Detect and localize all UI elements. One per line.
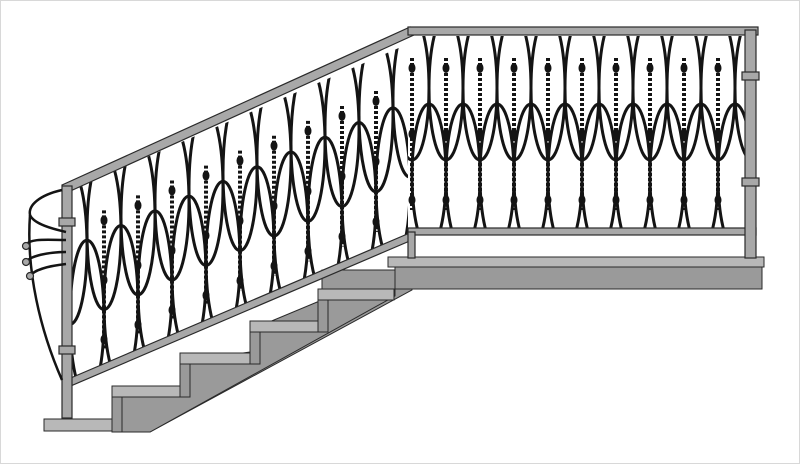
twisted-baluster: [646, 58, 654, 210]
stair-treads: [43, 288, 395, 433]
flat-ironwork: [408, 36, 786, 248]
twisted-baluster: [236, 150, 244, 291]
junction-post: [407, 231, 416, 259]
step-riser: [317, 299, 329, 333]
twisted-baluster: [544, 58, 552, 210]
landing-side: [394, 266, 763, 290]
post-collar: [58, 217, 76, 227]
oval-loop: [391, 44, 408, 179]
newel-post-left: [61, 185, 73, 419]
tread: [111, 385, 189, 398]
oval-loop: [478, 102, 516, 230]
twisted-baluster: [442, 58, 450, 210]
step-riser: [179, 363, 191, 398]
twisted-baluster: [476, 58, 484, 210]
oval-loop: [444, 102, 482, 230]
oval-loop: [752, 104, 786, 248]
oval-loop: [614, 102, 652, 230]
tread: [43, 418, 121, 432]
newel-post-right: [744, 29, 757, 259]
twisted-baluster: [270, 135, 278, 276]
twisted-baluster: [100, 210, 108, 350]
sloped-ironwork: [66, 44, 408, 380]
oval-loop: [410, 102, 448, 230]
balusters: [100, 58, 722, 350]
twisted-baluster: [612, 58, 620, 210]
twisted-baluster: [372, 91, 380, 232]
twisted-baluster: [168, 180, 176, 321]
flat-bottom-rail: [407, 227, 757, 236]
oval-loop: [733, 36, 745, 162]
tread: [317, 288, 395, 301]
step-riser: [249, 331, 261, 365]
post-collar: [58, 345, 76, 355]
oval-loop: [648, 102, 686, 230]
flat-handrail: [407, 26, 759, 36]
scroll-knobs: [21, 241, 35, 281]
tread: [179, 352, 257, 365]
twisted-baluster: [134, 195, 142, 335]
twisted-baluster: [510, 58, 518, 210]
twisted-baluster: [338, 105, 346, 247]
oval-loop: [546, 102, 584, 230]
oval-loop: [682, 102, 720, 230]
railing-frame: [58, 26, 760, 419]
landing: [387, 256, 765, 290]
twisted-baluster: [714, 58, 722, 210]
twisted-baluster: [202, 165, 210, 306]
twisted-baluster: [578, 58, 586, 210]
oval-loop: [580, 102, 618, 230]
twisted-baluster: [408, 58, 416, 210]
twisted-baluster: [304, 120, 312, 262]
oval-loop: [512, 102, 550, 230]
tread: [249, 320, 327, 333]
post-collar: [741, 177, 760, 187]
step-riser: [111, 396, 123, 433]
landing-top: [387, 256, 765, 268]
twisted-baluster: [680, 58, 688, 210]
post-collar: [741, 71, 760, 81]
